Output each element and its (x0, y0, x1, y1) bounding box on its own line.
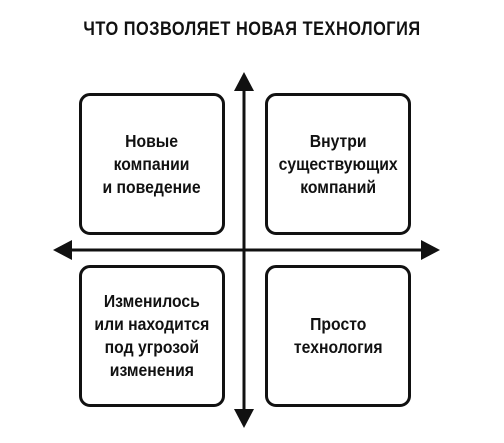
down-arrow-icon (234, 409, 254, 428)
diagram-title: ЧТО ПОЗВОЛЯЕТ НОВАЯ ТЕХНОЛОГИЯ (83, 19, 421, 40)
quadrant-bottom-right-label: Просто технология (293, 314, 383, 357)
left-arrow-icon (53, 240, 72, 260)
quadrant-top-right: Внутри существующих компаний (265, 93, 411, 235)
quadrant-bottom-left-label: Изменилось или находится под угрозой изм… (94, 291, 210, 380)
quadrant-bottom-left: Изменилось или находится под угрозой изм… (79, 265, 225, 407)
quadrant-top-left: Новые компании и поведение (79, 93, 225, 235)
up-arrow-icon (234, 72, 254, 91)
right-arrow-icon (421, 240, 440, 260)
quadrant-bottom-right: Просто технология (265, 265, 411, 407)
quadrant-top-right-label: Внутри существующих компаний (278, 130, 398, 197)
quadrant-top-left-label: Новые компании и поведение (102, 130, 202, 197)
